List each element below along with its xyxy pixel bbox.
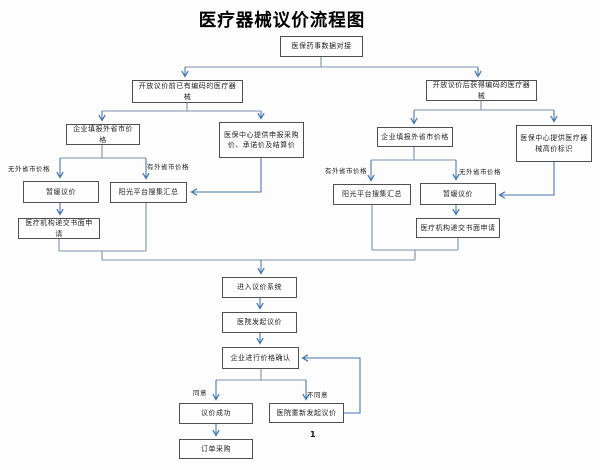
node-right-postpone: 暂缓议价 xyxy=(420,183,496,205)
node-company-confirm: 企业进行价格确认 xyxy=(222,347,299,369)
node-left-company-price: 企业填报外省市价格 xyxy=(66,124,140,145)
node-order-purchase: 订单采购 xyxy=(179,439,253,459)
flowchart-title: 医疗器械议价流程图 xyxy=(198,11,366,31)
node-data-link: 医保药事数据对接 xyxy=(280,36,363,57)
node-left-postpone: 暂缓议价 xyxy=(23,181,99,203)
node-left-platform: 阳光平台搜集汇总 xyxy=(110,182,187,203)
node-right-platform: 阳光平台搜集汇总 xyxy=(333,184,411,205)
edge-label-left-no-price: 无外省市价格 xyxy=(8,165,50,173)
node-post-coded-devices: 开放议价后获得编码的医疗器械 xyxy=(426,80,537,101)
edge-label-left-has-price: 有外省市价格 xyxy=(147,163,189,171)
node-left-written-apply: 医疗机构递交书面申请 xyxy=(18,218,100,239)
edge-label-agree: 同意 xyxy=(193,389,207,397)
node-right-company-price: 企业填报外省市价格 xyxy=(377,127,453,147)
node-left-insurance-price: 医保中心提供申报采购价、承诺价及结算价 xyxy=(219,122,304,158)
node-right-price-flag: 医保中心提供医疗器械高价标识 xyxy=(516,125,592,162)
edge-label-right-no-price: 无外省市价格 xyxy=(459,168,501,176)
node-hospital-initiate: 医院发起议价 xyxy=(222,312,297,333)
node-right-written-apply: 医疗机构递交书面申请 xyxy=(416,218,500,238)
node-enter-system: 进入议价系统 xyxy=(222,277,297,298)
page-number: 1 xyxy=(310,430,316,439)
edge-label-right-has-price: 有外省市价格 xyxy=(325,167,367,175)
edge-label-disagree: 不同意 xyxy=(307,391,328,399)
node-re-initiate: 医院重新发起议价 xyxy=(269,403,344,423)
node-negotiation-success: 议价成功 xyxy=(179,403,253,424)
node-pre-coded-devices: 开放议价前已有编码的医疗器械 xyxy=(132,80,243,103)
